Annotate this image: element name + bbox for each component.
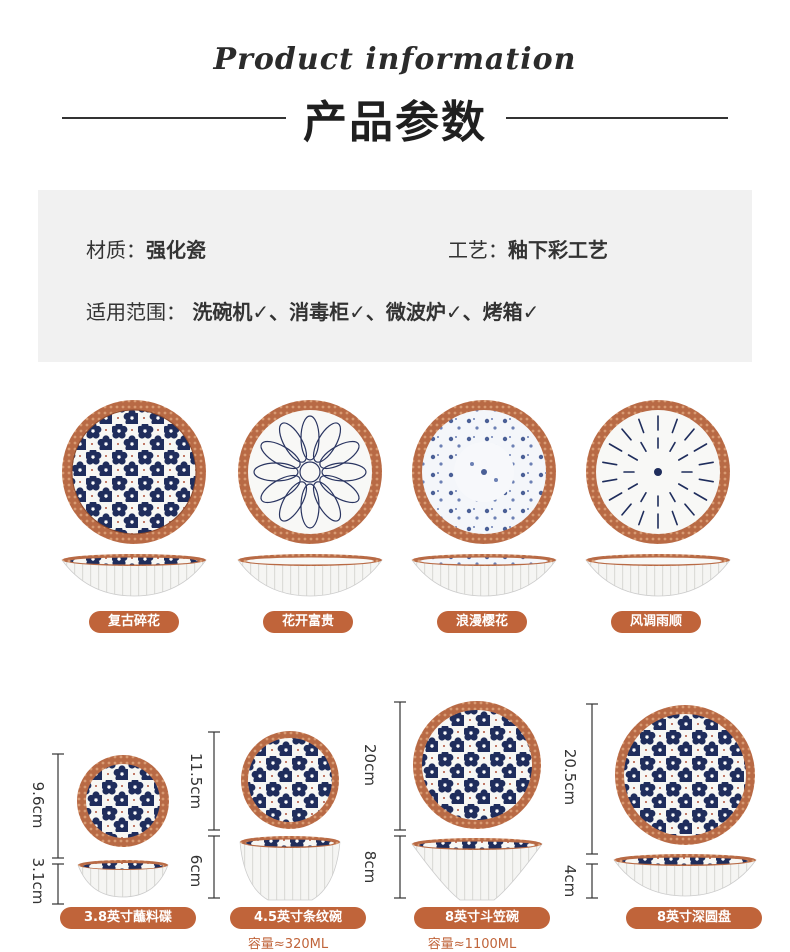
info-panel (38, 190, 752, 362)
dish-side-image (77, 860, 169, 898)
material-value: 强化瓷 (146, 238, 206, 262)
pattern-label-blooming: 花开富贵 (263, 611, 353, 633)
hat-bowl-height: 8cm (361, 850, 379, 884)
bowl-height: 6cm (187, 854, 205, 888)
craft-label: 工艺： (448, 238, 508, 262)
bowl-top-image (241, 731, 339, 829)
dish-top-image (77, 755, 169, 847)
deep-plate-top-image (615, 705, 755, 845)
hat-bowl-diameter: 20cm (361, 744, 379, 786)
hat-bowl-side-image (411, 838, 543, 901)
bowl-capacity: 容量≈320ML (247, 937, 329, 952)
usage-value: 洗碗机✓、消毒柜✓、微波炉✓、烤箱✓ (192, 300, 540, 324)
size-label-deep-plate: 8英寸深圆盘 (626, 907, 762, 929)
hat-bowl-top-image (413, 701, 541, 829)
pattern-label-sakura: 浪漫樱花 (437, 611, 527, 633)
dish-diameter: 9.6cm (29, 781, 47, 829)
usage-row: 适用范围： 洗碗机✓、消毒柜✓、微波炉✓、烤箱✓ (86, 296, 539, 325)
plate-blooming-image (238, 400, 382, 544)
plate-rain-side (585, 554, 731, 597)
dim-line-deep-plate (586, 703, 598, 899)
dish-height: 3.1cm (29, 857, 47, 905)
craft-value: 釉下彩工艺 (508, 238, 608, 262)
title-rule-right (506, 117, 728, 119)
material-row: 材质：强化瓷 (86, 234, 206, 263)
size-label-bowl: 4.5英寸条纹碗 (230, 907, 366, 929)
title-chinese: 产品参数 (303, 97, 487, 148)
deep-plate-height: 4cm (561, 864, 579, 898)
material-label: 材质： (86, 238, 146, 262)
pattern-label-broken-flower: 复古碎花 (89, 611, 179, 633)
plate-rain-image (586, 400, 730, 544)
title-rule-left (62, 117, 286, 119)
pattern-label-rain: 风调雨顺 (611, 611, 701, 633)
deep-plate-diameter: 20.5cm (561, 748, 579, 806)
dim-line-bowl (208, 731, 220, 899)
deep-plate-side-image (613, 854, 757, 897)
hat-bowl-capacity: 容量≈1100ML (427, 937, 517, 952)
plate-blooming-side (237, 554, 383, 597)
dim-line-dish (52, 753, 64, 905)
plate-broken-flower-side (61, 554, 207, 597)
size-label-hat-bowl: 8英寸斗笠碗 (414, 907, 550, 929)
size-label-dish: 3.8英寸蘸料碟 (60, 907, 196, 929)
bowl-diameter: 11.5cm (187, 752, 205, 810)
plate-sakura-side (411, 554, 557, 597)
title-english: Product information (213, 42, 577, 77)
usage-label: 适用范围： (86, 300, 186, 324)
craft-row: 工艺：釉下彩工艺 (448, 234, 608, 263)
plate-sakura-image (412, 400, 556, 544)
plate-broken-flower-image (62, 400, 206, 544)
bowl-side-image (239, 836, 341, 901)
dim-line-hat-bowl (394, 701, 406, 899)
